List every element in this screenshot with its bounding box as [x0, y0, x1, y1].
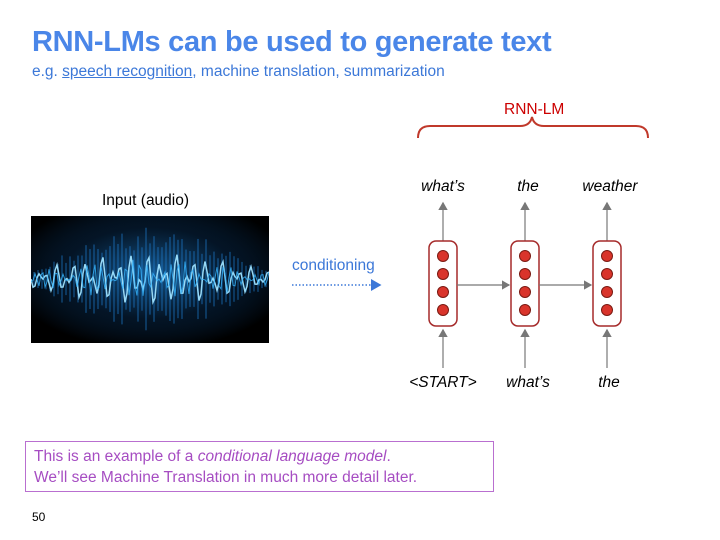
slide-title: RNN-LMs can be used to generate text [32, 26, 552, 58]
neuron [519, 250, 531, 262]
subtitle-rest: , machine translation, summarization [192, 63, 445, 80]
rnn-lm-brace [417, 116, 649, 139]
slide-subtitle: e.g. speech recognition, machine transla… [32, 63, 445, 81]
hidden-state-box-3 [592, 240, 622, 327]
neuron [519, 304, 531, 316]
input-word-1: <START> [409, 374, 477, 391]
page-number: 50 [32, 510, 46, 524]
neuron [601, 268, 613, 280]
subtitle-prefix: e.g. [32, 63, 63, 80]
rnn-cell-3 [592, 201, 622, 368]
rnn-lm-label: RNN-LM [504, 101, 565, 118]
rnn-cell-1 [428, 201, 458, 368]
note-line-1-prefix: This is an example of a [34, 448, 198, 465]
note-line-1-suffix: . [386, 448, 391, 465]
neuron [437, 250, 449, 262]
output-word-1: what’s [421, 178, 465, 195]
hidden-state-box-1 [428, 240, 458, 327]
neuron [437, 286, 449, 298]
output-word-2: the [517, 178, 539, 195]
note-line-1-italic: conditional language model [197, 448, 387, 465]
input-audio-label: Input (audio) [102, 192, 190, 209]
neuron [437, 304, 449, 316]
input-word-3: the [598, 374, 620, 391]
neuron [601, 286, 613, 298]
neuron [437, 268, 449, 280]
neuron [601, 304, 613, 316]
output-word-3: weather [582, 178, 638, 195]
neuron [601, 250, 613, 262]
hidden-state-box-2 [510, 240, 540, 327]
note-line-1: This is an example of a conditional lang… [34, 446, 485, 467]
rnn-cell-2 [510, 201, 540, 368]
input-word-2: what’s [506, 374, 550, 391]
note-box: This is an example of a conditional lang… [25, 441, 494, 492]
audio-waveform-image [31, 216, 269, 343]
neuron [519, 268, 531, 280]
conditioning-label: conditioning [292, 257, 375, 274]
note-line-2: We’ll see Machine Translation in much mo… [34, 469, 418, 486]
neuron [519, 286, 531, 298]
speech-recognition-link[interactable]: speech recognition [62, 63, 193, 80]
